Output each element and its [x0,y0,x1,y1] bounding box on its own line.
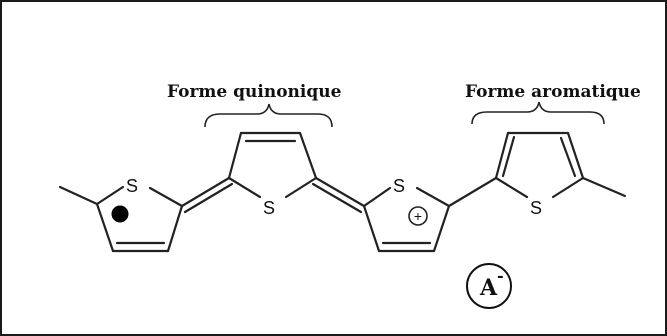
bond-methyl-right [581,176,627,198]
radical-dot [111,205,129,223]
inter-double-1 [183,182,234,214]
ring1-sulfur: S [126,176,138,196]
anion-symbol: A [479,275,498,301]
ring2-bond-s-c5 [284,176,318,199]
label-quinoid-form: Forme quinonique [167,82,342,102]
ring3-bond-c3-c2 [362,204,381,253]
ring4-bond-c2-s [494,176,529,199]
ring3-bond-s-c5 [415,186,451,208]
ring4-double-c2-c3 [501,135,516,178]
ring4-bond-s-c5 [551,176,585,199]
ring3-sulfur: S [393,176,405,196]
ring1-bond-s-c5 [148,186,184,208]
ring2-sulfur: S [263,198,275,218]
bond-methyl-left [58,185,99,206]
inter-bond-2 [314,176,366,208]
ring2-bond-c2-c3 [227,131,243,180]
inter-double-2 [311,182,363,214]
brace-aromatic [471,101,605,125]
inter-bond-3 [447,176,498,208]
ring4-sulfur: S [530,198,542,218]
positive-charge-circle [408,206,428,226]
ring1-bond-c5-c4 [166,204,184,253]
ring2-bond-c4-c5 [298,131,318,180]
anion-circle [466,263,512,309]
label-aromatic-form: Forme aromatique [465,82,641,102]
positive-charge-sign: + [414,208,422,224]
ring4-bond-c4-c5 [566,131,585,180]
inter-bond-1 [180,176,231,208]
ring2-bond-c2-s [227,176,262,199]
brace-quinoid [204,103,333,128]
ring1-bond-c3-c2 [95,202,115,253]
ring3-bond-c5-c4 [432,204,451,253]
ring3-bond-c2-s [362,186,392,208]
anion-charge: - [497,266,504,285]
ring1-bond-c2-s [95,185,125,206]
ring4-double-c4-c5 [559,136,577,178]
ring4-bond-c2-c3 [494,131,510,180]
